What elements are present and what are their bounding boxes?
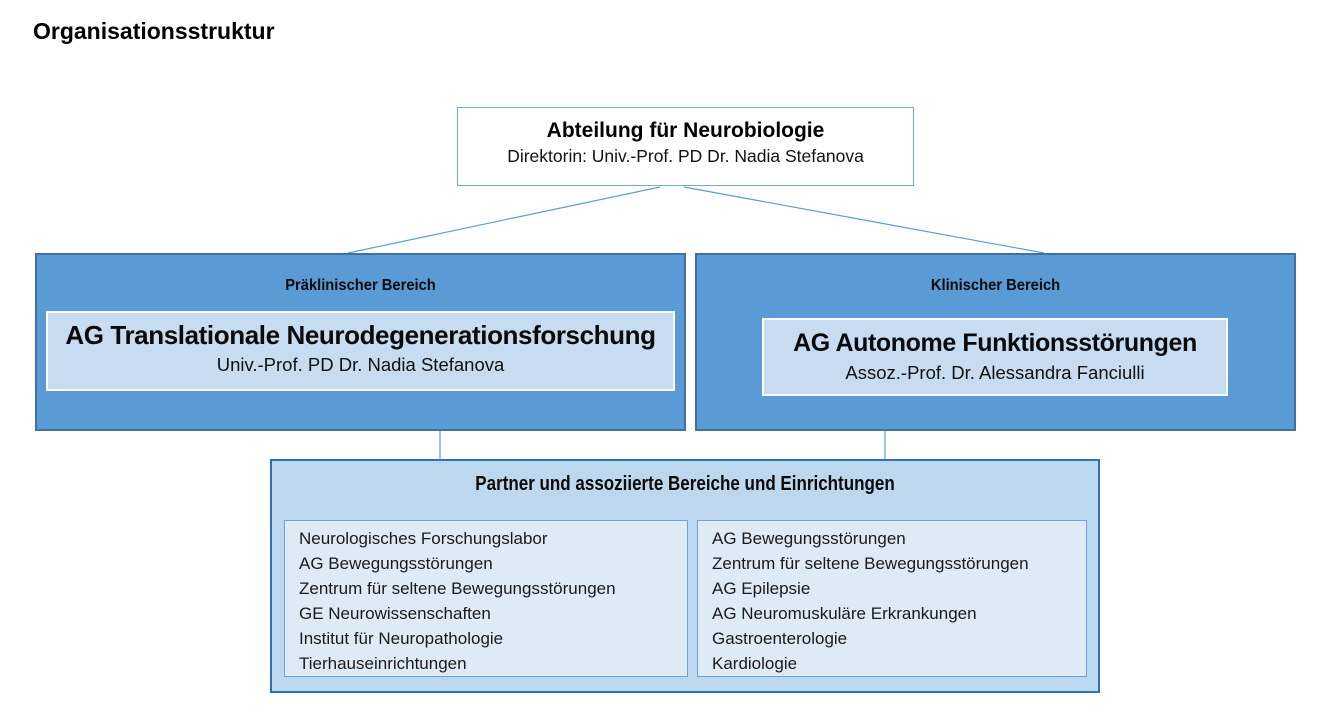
partner-list-item: Tierhauseinrichtungen [299,654,467,673]
branch-header-clinical: Klinischer Bereich [930,277,1061,294]
page-title: Organisationsstruktur [33,18,275,44]
root-box-director: Direktorin: Univ.-Prof. PD Dr. Nadia Ste… [507,146,864,166]
partner-list-item: Institut für Neuropathologie [299,629,504,648]
partner-list-item: AG Epilepsie [712,579,811,598]
partner-list-item: AG Neuromuskuläre Erkrankungen [712,604,977,623]
partner-list-item: AG Bewegungsstörungen [299,554,493,573]
partner-list-preclinical: Neurologisches Forschungslabor AG Bewegun… [284,520,688,677]
branch-header-preclinical: Präklinischer Bereich [285,277,436,294]
group-title: AG Autonome Funktionsstörungen [793,329,1197,357]
group-lead: Assoz.-Prof. Dr. Alessandra Fanciulli [845,362,1145,383]
root-box-neurobiologie: Abteilung für Neurobiologie Direktorin: … [457,107,914,186]
partner-header: Partner und assoziierte Bereiche und Ein… [475,473,895,495]
group-title: AG Translationale Neurodegenerationsfors… [65,320,656,350]
partner-list-item: Neurologisches Forschungslabor [299,529,548,548]
partner-list-item: GE Neurowissenschaften [299,604,491,623]
group-box-translational-neurodegeneration: AG Translationale Neurodegenerationsfors… [46,311,675,391]
partner-list-item: Gastroenterologie [712,629,848,648]
root-box-title: Abteilung für Neurobiologie [546,119,825,142]
branch-box-clinical: Klinischer Bereich AG Autonome Funktions… [695,253,1296,431]
branch-box-preclinical: Präklinischer Bereich AG Translationale … [35,253,686,431]
partner-box: Partner und assoziierte Bereiche und Ein… [270,459,1100,693]
partner-list-item: Kardiologie [712,654,798,673]
group-box-autonomic-dysfunction: AG Autonome Funktionsstörungen Assoz.-Pr… [762,318,1228,396]
partner-list-item: Zentrum für seltene Bewegungsstörungen [712,554,1029,573]
group-lead: Univ.-Prof. PD Dr. Nadia Stefanova [216,354,505,375]
partner-list-item: Zentrum für seltene Bewegungsstörungen [299,579,616,598]
partner-list-item: AG Bewegungsstörungen [712,529,906,548]
